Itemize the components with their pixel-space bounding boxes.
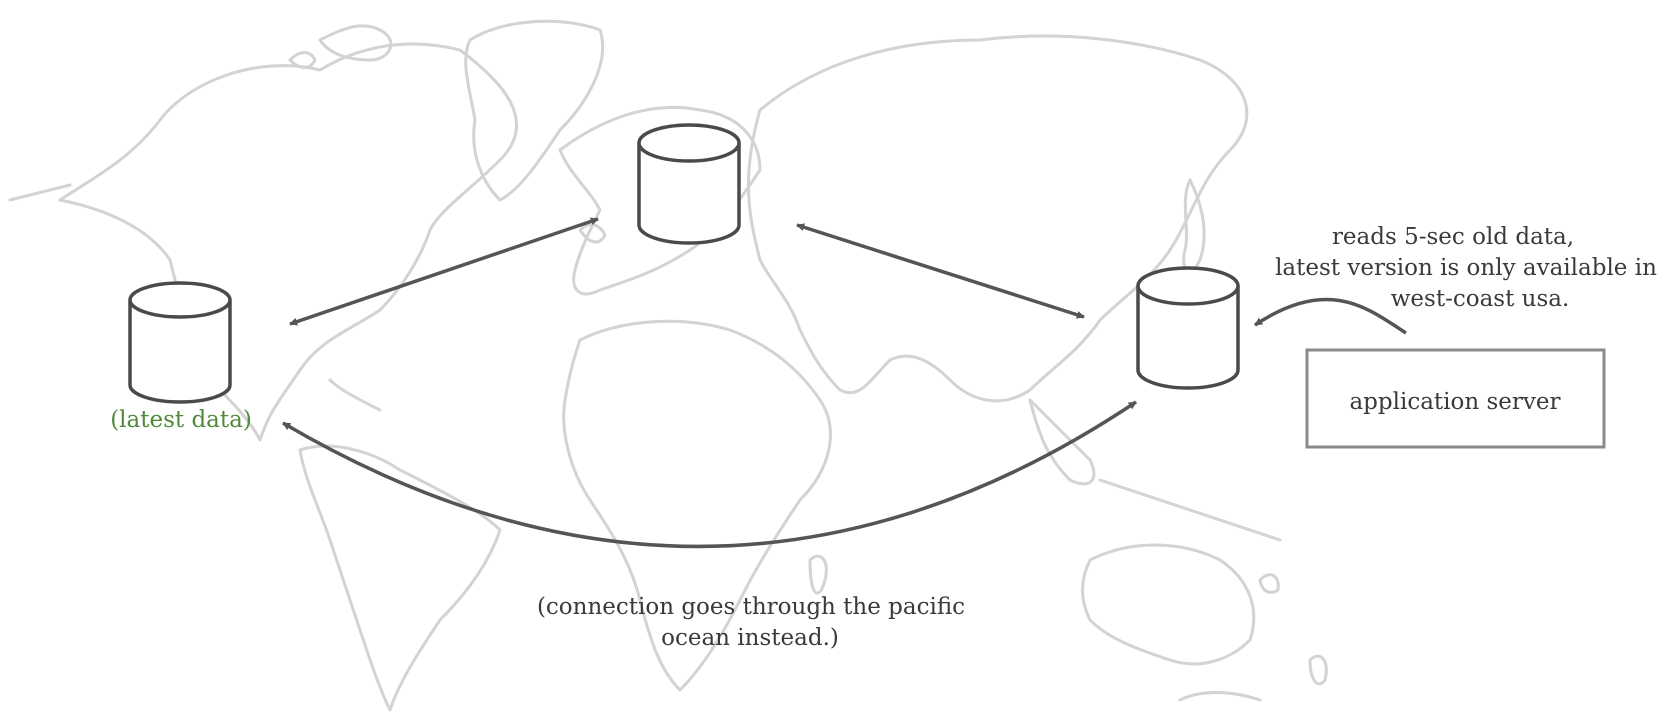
latest-data-label: (latest data) [110, 407, 252, 433]
application-server: application server [1305, 348, 1606, 449]
database-europe-icon [637, 123, 741, 245]
arrow-westcoast-europe [289, 217, 599, 326]
database-west-coast-icon [128, 281, 232, 404]
pacific-note-line-2: ocean instead.) [661, 625, 839, 651]
pacific-note-line-1: (connection goes through the pacific [537, 594, 965, 620]
database-asia-icon [1136, 266, 1240, 390]
application-server-box [1305, 348, 1606, 449]
reads-note-line-2: latest version is only available in [1275, 255, 1657, 281]
arrow-europe-asia [796, 223, 1085, 319]
arrow-app-server-to-asia-db [1254, 297, 1407, 335]
connection-arrows [282, 217, 1407, 549]
reads-note-line-1: reads 5-sec old data, [1332, 224, 1574, 250]
reads-note: reads 5-sec old data, latest version is … [1275, 224, 1657, 312]
pacific-note: (connection goes through the pacific oce… [537, 594, 965, 651]
application-server-label: application server [1349, 389, 1560, 415]
arrow-westcoast-asia-pacific [282, 400, 1137, 549]
reads-note-line-3: west-coast usa. [1391, 286, 1570, 312]
